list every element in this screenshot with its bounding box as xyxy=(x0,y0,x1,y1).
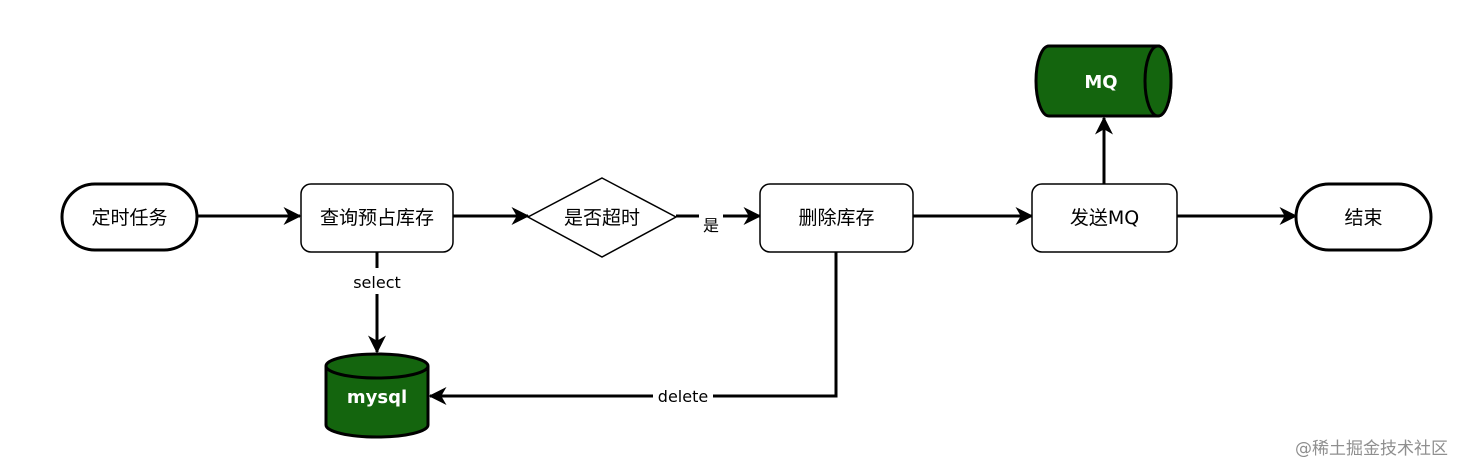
node-decision-label: 是否超时 xyxy=(564,207,640,229)
node-mq: MQ xyxy=(1034,44,1173,118)
node-start: 定时任务 xyxy=(60,182,199,252)
watermark: @稀土掘金技术社区 xyxy=(1295,439,1448,459)
edge-label-select: select xyxy=(353,273,401,292)
edge-label-yes: 是 xyxy=(703,216,719,235)
node-end: 结束 xyxy=(1294,182,1433,252)
node-query: 查询预占库存 xyxy=(300,183,454,253)
edge-delete-to-mysql xyxy=(428,252,838,405)
node-send: 发送MQ xyxy=(1031,183,1178,253)
node-query-label: 查询预占库存 xyxy=(320,207,434,229)
node-mysql: mysql xyxy=(324,352,430,439)
node-delete-label: 删除库存 xyxy=(798,207,874,229)
node-send-label: 发送MQ xyxy=(1070,207,1139,229)
node-mq-label: MQ xyxy=(1084,72,1117,93)
node-decision: 是否超时 xyxy=(526,177,678,258)
node-mysql-label: mysql xyxy=(347,387,407,408)
node-start-label: 定时任务 xyxy=(91,207,167,229)
edge-label-delete: delete xyxy=(658,387,708,406)
node-delete: 删除库存 xyxy=(759,183,914,253)
node-end-label: 结束 xyxy=(1344,207,1382,229)
